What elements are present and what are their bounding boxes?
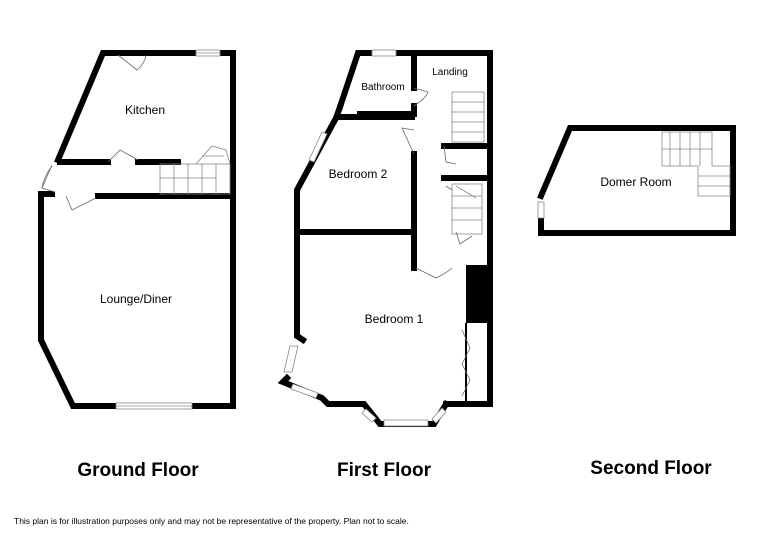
chimney-breast: [466, 265, 488, 323]
bathroom-label: Bathroom: [361, 82, 404, 93]
domer-room-label: Domer Room: [600, 175, 671, 189]
kitchen-door: [107, 149, 139, 163]
bedroom-2-label: Bedroom 2: [329, 167, 388, 181]
lounge-door: [65, 195, 97, 211]
landing-stairs: [451, 91, 485, 235]
second-floor-stairs: [661, 131, 731, 197]
second-floor-window: [537, 201, 545, 219]
second-floor-plan: Domer Room Second Floor: [537, 125, 736, 479]
landing-label: Landing: [432, 67, 468, 78]
kitchen-label: Kitchen: [125, 103, 165, 117]
ground-front-door: [41, 164, 56, 193]
lounge-diner-label: Lounge/Diner: [100, 292, 172, 306]
first-floor-plan: Bathroom Landing Bedroom 2 Bedroom 1 Fir…: [277, 49, 493, 481]
kitchen-window: [195, 49, 221, 57]
first-floor-walls: [277, 50, 493, 427]
first-floor-doors: [401, 87, 473, 397]
disclaimer-text: This plan is for illustration purposes o…: [14, 516, 409, 526]
kitchen-top-door: [117, 54, 147, 71]
ground-floor-title: Ground Floor: [77, 460, 199, 481]
ground-stairs: [159, 145, 231, 195]
first-floor-windows: [283, 49, 447, 427]
second-floor-walls: [537, 125, 736, 236]
second-floor-title: Second Floor: [590, 458, 712, 479]
ground-floor-plan: Kitchen Lounge/Diner Ground Floor: [38, 49, 236, 481]
lounge-window: [115, 402, 193, 410]
bedroom-1-label: Bedroom 1: [365, 312, 424, 326]
first-floor-title: First Floor: [337, 460, 432, 481]
